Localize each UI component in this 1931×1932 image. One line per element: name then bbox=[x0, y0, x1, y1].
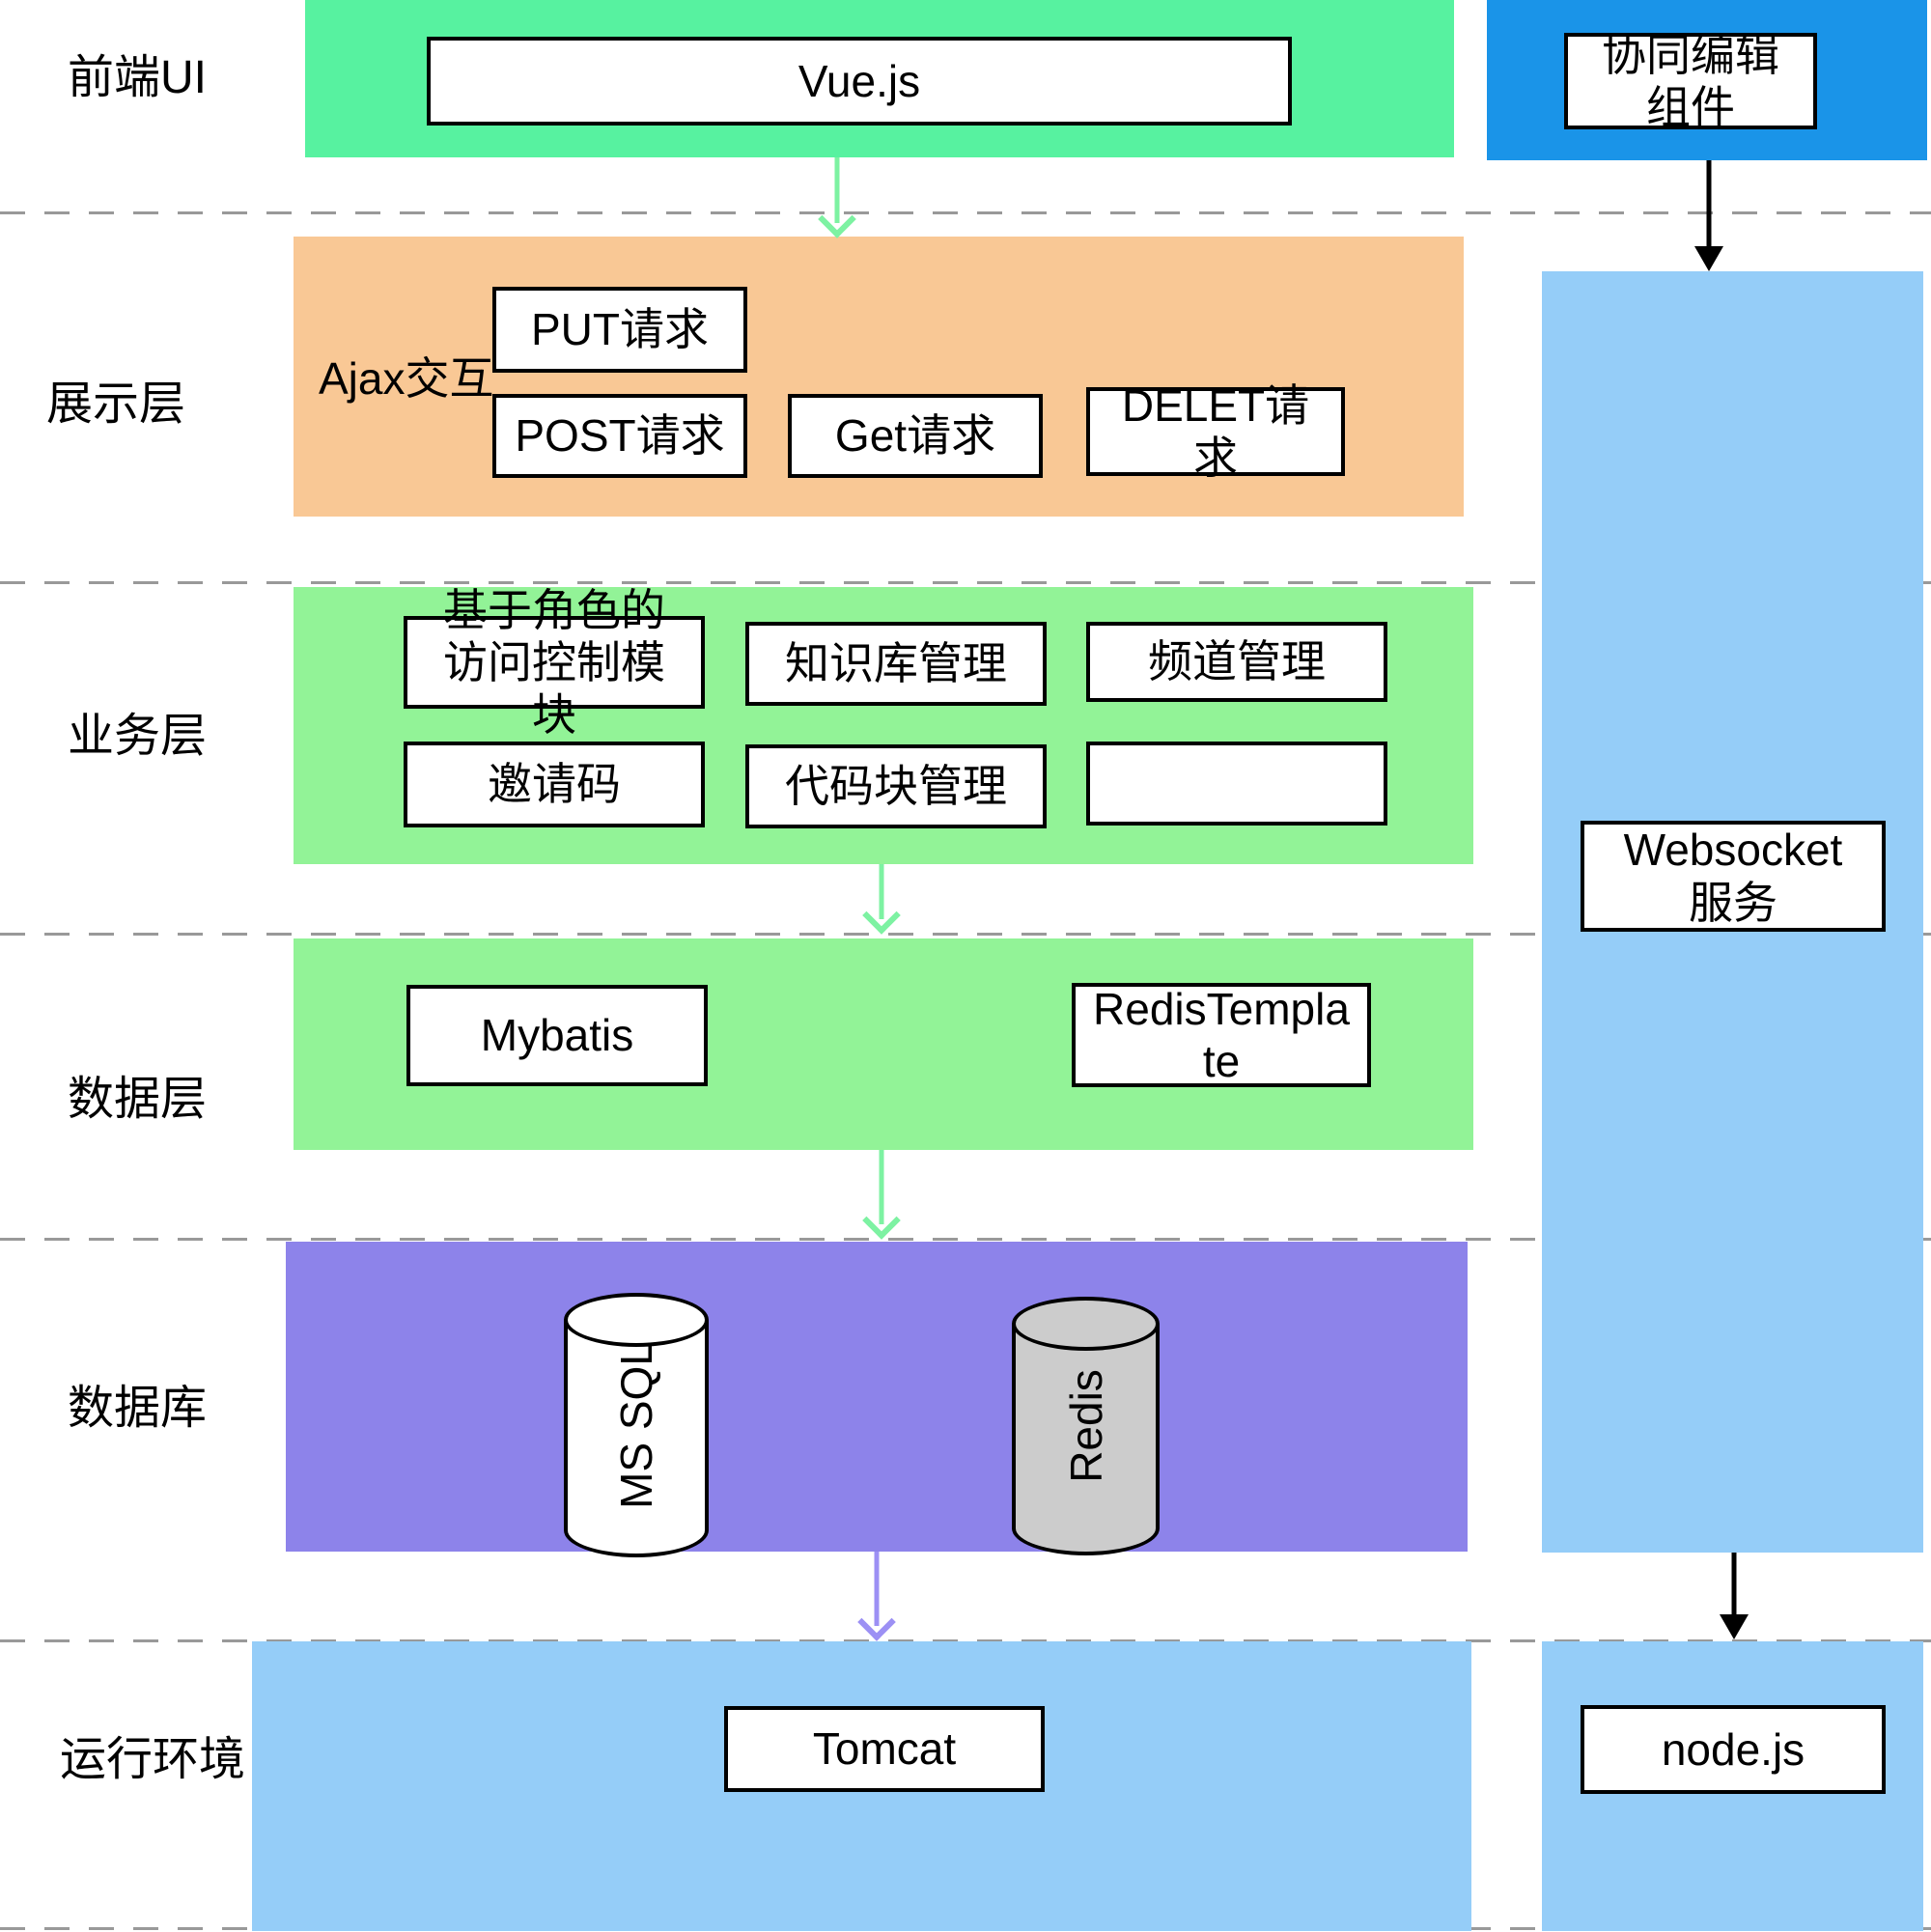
layer-label-frontend: 前端UI bbox=[68, 52, 208, 103]
redis-template-box: RedisTempla te bbox=[1072, 983, 1371, 1087]
layer-label-data: 数据层 bbox=[68, 1074, 208, 1125]
nodejs-box: node.js bbox=[1581, 1705, 1886, 1794]
layer-divider-5 bbox=[0, 1639, 1931, 1642]
cylinder-top bbox=[564, 1293, 709, 1347]
cylinder-top bbox=[1012, 1297, 1160, 1351]
arrow-collab-to-websocket bbox=[1693, 160, 1725, 271]
layer-divider-4 bbox=[0, 1238, 1931, 1241]
websocket-service-box: Websocket 服务 bbox=[1581, 821, 1886, 932]
arrow-websocket-to-nodejs bbox=[1718, 1553, 1750, 1639]
channel-mgmt-box: 频道管理 bbox=[1086, 622, 1387, 702]
post-request-box: POST请求 bbox=[492, 394, 747, 478]
layer-label-presentation: 展示层 bbox=[46, 378, 186, 430]
code-block-mgmt-box: 代码块管理 bbox=[745, 744, 1047, 828]
layer-divider-1 bbox=[0, 211, 1931, 214]
layer-label-database: 数据库 bbox=[68, 1383, 208, 1434]
mssql-database-cylinder: MS SQL bbox=[564, 1293, 709, 1557]
layer-divider-3 bbox=[0, 933, 1931, 936]
redis-database-cylinder: Redis bbox=[1012, 1297, 1160, 1555]
put-request-box: PUT请求 bbox=[492, 287, 747, 373]
vuejs-box: Vue.js bbox=[427, 37, 1292, 126]
ajax-group-label: Ajax交互 bbox=[319, 353, 494, 404]
collab-editor-box: 协同编辑 组件 bbox=[1564, 30, 1817, 132]
arrow-data-to-database bbox=[862, 1150, 901, 1240]
mybatis-box: Mybatis bbox=[406, 985, 708, 1086]
arrow-database-to-runtime bbox=[857, 1552, 896, 1641]
knowledge-base-box: 知识库管理 bbox=[745, 622, 1047, 706]
get-request-box: Get请求 bbox=[788, 394, 1043, 478]
arrow-business-to-data bbox=[862, 864, 901, 935]
invite-code-box: 邀请码 bbox=[404, 742, 705, 827]
cylinder-body bbox=[1012, 1324, 1160, 1528]
layer-divider-2 bbox=[0, 581, 1931, 584]
database-band bbox=[286, 1242, 1468, 1552]
layer-label-business: 业务层 bbox=[68, 711, 208, 762]
mssql-label: MS SQL bbox=[611, 1341, 661, 1509]
tomcat-box: Tomcat bbox=[724, 1706, 1045, 1792]
rbac-module-box: 基于角色的 访问控制模 块 bbox=[404, 585, 705, 740]
cylinder-body bbox=[564, 1320, 709, 1530]
empty-module-box bbox=[1086, 742, 1387, 826]
layer-label-runtime: 运行环境 bbox=[60, 1734, 246, 1785]
arrow-frontend-to-presentation bbox=[818, 157, 856, 238]
redis-label: Redis bbox=[1060, 1369, 1111, 1483]
delete-request-box: DELET请 求 bbox=[1086, 380, 1345, 483]
